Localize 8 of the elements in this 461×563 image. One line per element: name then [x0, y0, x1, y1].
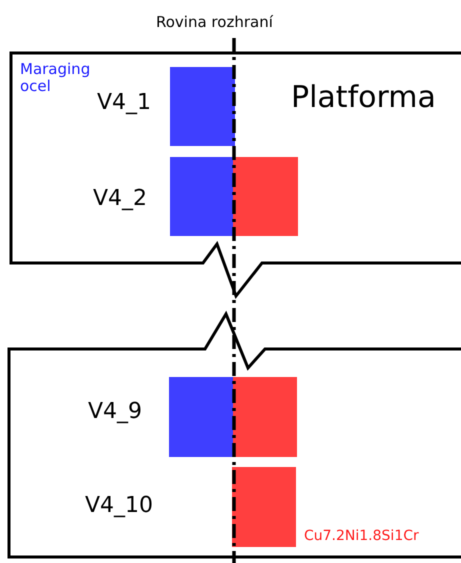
material-label: Maraging ocel	[20, 61, 92, 94]
platform-label: Platforma	[291, 81, 436, 114]
specimen-label: V4_2	[93, 187, 148, 212]
specimen-label: V4_9	[88, 400, 142, 424]
specimen-label: V4_1	[97, 91, 152, 116]
plane-label: Rovina rozhraní	[156, 14, 273, 30]
specimen-label: V4_10	[85, 494, 154, 518]
material-label: Cu7.2Ni1.8Si1Cr	[304, 529, 419, 544]
